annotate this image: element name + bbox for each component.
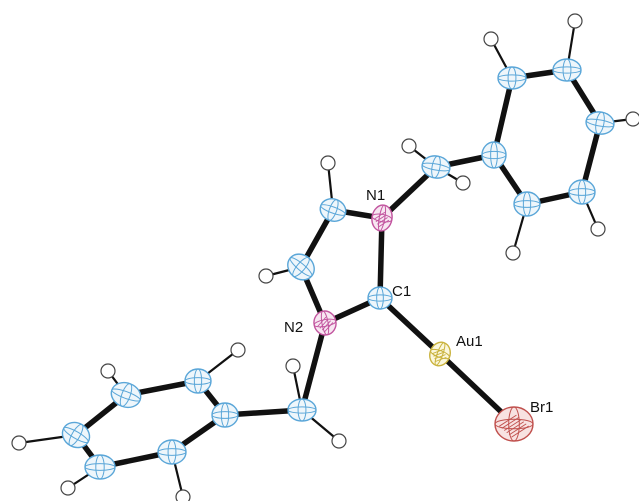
atom-q1 (211, 402, 239, 428)
atom-br1 (494, 406, 534, 442)
atom-q2 (184, 368, 212, 394)
atom-au1 (429, 341, 451, 367)
atom-p1 (481, 141, 507, 169)
label-n1: N1 (366, 187, 385, 204)
atom-h1a (401, 138, 417, 154)
atom-q3 (110, 381, 142, 409)
atom-ch1 (421, 155, 451, 179)
atom-hp6 (505, 245, 521, 261)
atom-q6 (157, 439, 187, 465)
atom-h3 (258, 268, 274, 284)
atom-hp4 (625, 111, 639, 127)
labels-layer: N1 C1 N2 Au1 Br1 (284, 187, 553, 416)
bond-n2-ch2 (299, 320, 328, 413)
label-c1: C1 (392, 283, 411, 300)
atom-hq6 (175, 489, 191, 501)
atom-p3 (552, 58, 582, 82)
atom-n2 (313, 310, 337, 336)
atom-hq5 (60, 480, 76, 496)
atom-p6 (513, 191, 541, 217)
label-n2: N2 (284, 319, 303, 336)
atom-hca (285, 358, 301, 374)
atom-c2 (319, 198, 347, 222)
atom-hq3 (100, 363, 116, 379)
atom-hcb (331, 433, 347, 449)
atom-n1 (371, 204, 393, 232)
atom-p5 (568, 179, 596, 205)
bond-c1-au1 (377, 295, 443, 357)
atom-h1b (455, 175, 471, 191)
atom-hp3 (567, 13, 583, 29)
atom-c1 (367, 286, 393, 310)
atom-p4 (585, 111, 615, 135)
atom-c3 (287, 253, 315, 281)
atoms-layer (11, 13, 639, 501)
atom-h2 (320, 155, 336, 171)
atom-p2 (497, 66, 527, 90)
atom-hq2 (230, 342, 246, 358)
atom-hq4 (11, 435, 27, 451)
atom-ch2 (287, 398, 317, 422)
atom-q5 (84, 454, 116, 480)
label-br1: Br1 (530, 399, 553, 416)
bonds-layer (17, 19, 635, 499)
atom-hp5 (590, 221, 606, 237)
atom-q4 (61, 421, 91, 449)
atom-hp2 (483, 31, 499, 47)
label-au1: Au1 (456, 333, 483, 350)
